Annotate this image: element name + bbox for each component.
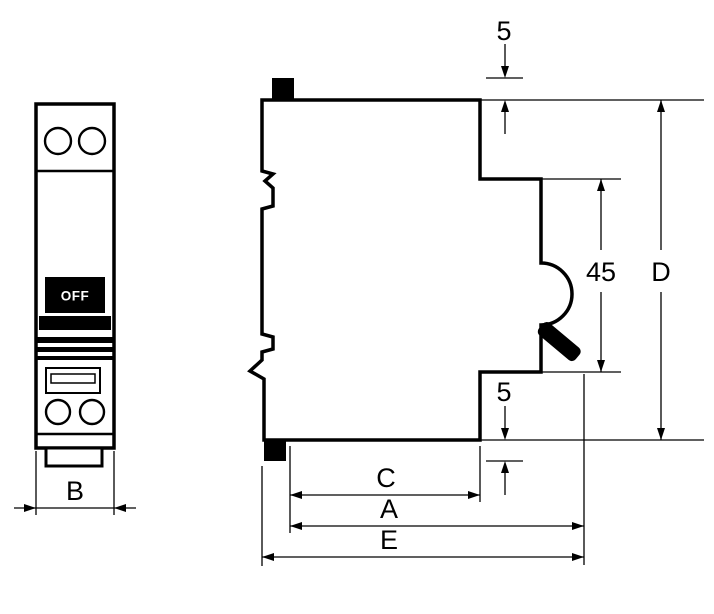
off-switch-label: OFF <box>61 289 90 304</box>
terminal-screw-top-left <box>43 126 73 156</box>
breaker-body-side <box>247 98 574 442</box>
terminal-screw-bottom-left <box>44 398 72 426</box>
arrowhead <box>290 491 302 499</box>
bottom-clamp-tab-front <box>44 446 104 468</box>
dimension-bottom-5: 5 <box>486 377 523 495</box>
arrowhead <box>114 504 126 512</box>
stripe-3 <box>36 356 114 360</box>
arrowhead <box>468 491 480 499</box>
arrowhead <box>262 553 274 561</box>
arrowhead <box>501 100 509 112</box>
dim-b-label: B <box>66 476 84 506</box>
stripe-1 <box>36 337 114 343</box>
arrowhead <box>657 428 665 440</box>
terminal-screw-bottom-right <box>78 398 106 426</box>
toggle-lever <box>537 322 581 362</box>
dim-bottom-5-label: 5 <box>496 377 511 407</box>
dimension-a: A <box>290 374 585 565</box>
arrowhead <box>572 553 584 561</box>
dimension-e: E <box>261 466 584 566</box>
stripe-2 <box>36 347 114 352</box>
dimension-c: C <box>289 446 481 533</box>
arrowhead <box>572 522 584 530</box>
arrowhead <box>597 179 605 191</box>
arrowhead <box>657 100 665 112</box>
front-view: OFF B <box>14 102 136 515</box>
dimension-d: D <box>480 100 704 441</box>
top-clamp-screw <box>272 78 294 100</box>
switch-slot-band <box>39 316 111 330</box>
dim-45-label: 45 <box>586 257 616 287</box>
side-view: 5 45 D 5 <box>247 16 704 566</box>
dim-d-label: D <box>651 257 671 287</box>
dim-e-label: E <box>380 525 398 555</box>
arrowhead <box>24 504 36 512</box>
dim-a-label: A <box>380 494 398 524</box>
arrowhead <box>501 461 509 473</box>
dim-top-5-label: 5 <box>496 16 511 46</box>
arrowhead <box>501 66 509 78</box>
arrowhead <box>501 428 509 440</box>
label-window-inner <box>50 373 96 384</box>
dim-c-label: C <box>376 463 396 493</box>
arrowhead <box>290 522 302 530</box>
dimension-top-5: 5 <box>480 16 704 134</box>
off-switch <box>45 277 105 313</box>
dimension-b: B <box>14 451 136 515</box>
breaker-body-front <box>34 102 116 450</box>
terminal-screw-top-right <box>77 126 107 156</box>
dimension-45: 45 <box>541 178 621 373</box>
arrowhead <box>597 360 605 372</box>
bottom-clamp-screw <box>264 440 286 461</box>
